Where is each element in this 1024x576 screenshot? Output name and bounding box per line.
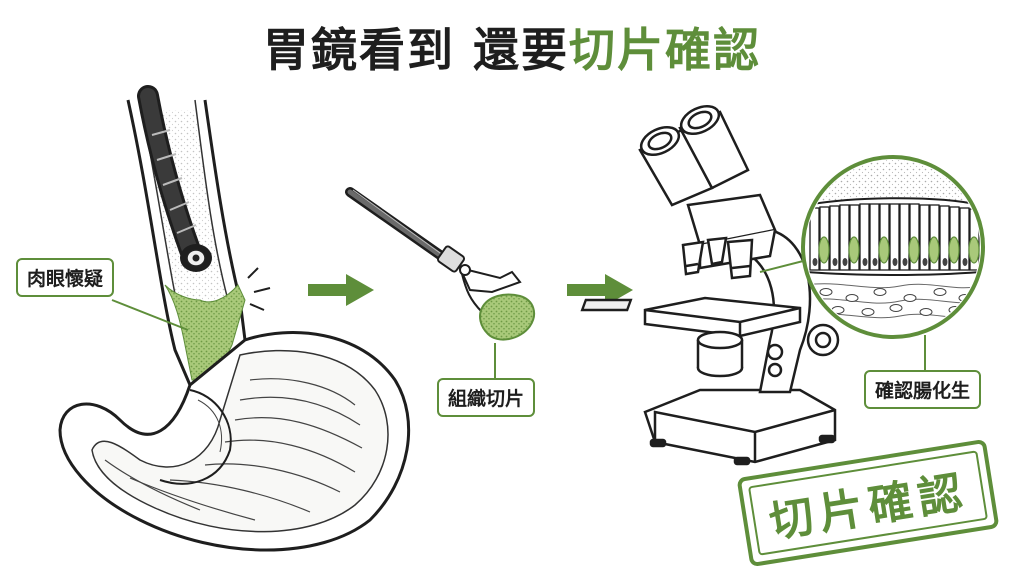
page-title: 胃鏡看到 還要切片確認 [0,14,1024,80]
stomach-illustration [58,99,411,552]
arrow-right-icon [567,274,633,306]
magnified-tissue [801,155,985,339]
suspicion-pointer [111,299,189,331]
biopsy-forceps-icon [345,187,522,313]
label-suspicion: 肉眼懷疑 [16,258,115,297]
title-main: 胃鏡看到 還要 [262,23,569,77]
label-biopsy: 組織切片 [437,378,536,417]
tissue-sample [479,293,536,341]
endoscope-icon [137,85,212,272]
title-highlight: 切片確認 [569,23,761,77]
stamp-text: 切片確認 [765,466,972,549]
label-confirm: 確認腸化生 [864,370,982,409]
arrow-right-icon [308,274,374,306]
emphasis-marks [247,267,271,311]
microscope-icon [580,104,840,466]
